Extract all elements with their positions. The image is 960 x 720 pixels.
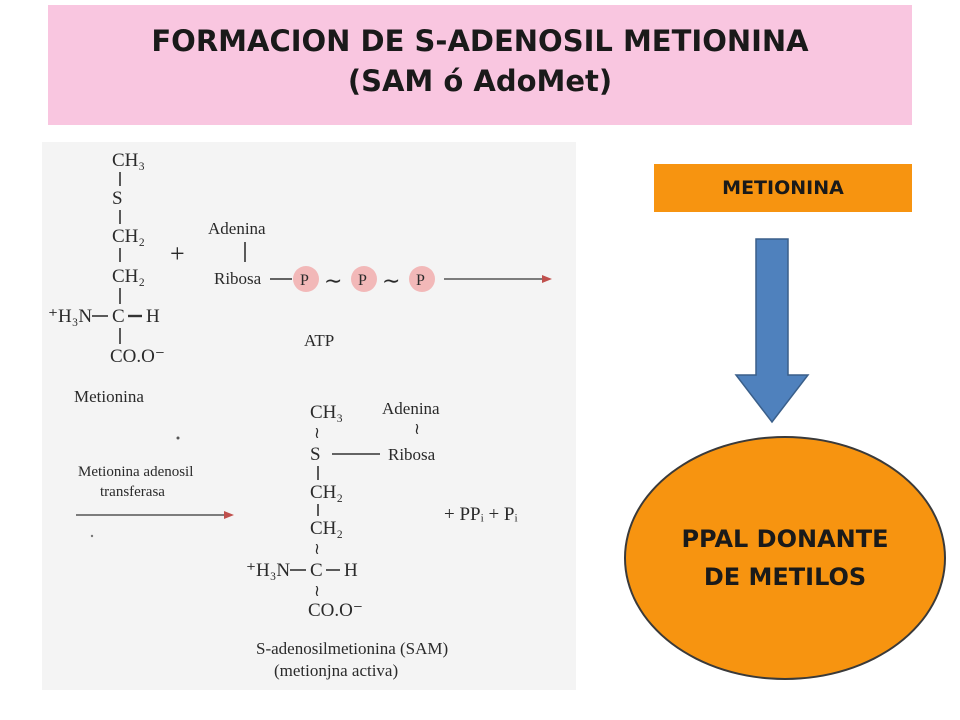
methionine-structure: CH₃ S CH₂ CH₂ ⁺H₃N C H CO.O⁻	[48, 150, 165, 367]
met-c: C	[112, 306, 125, 327]
reaction-scheme-svg: CH₃ S CH₂ CH₂ ⁺H₃N C H CO.O⁻ Metionina +…	[48, 150, 552, 680]
phosphate-circle	[409, 266, 435, 292]
sam-name-2: (metionjna activa)	[274, 661, 398, 680]
anhydride-tilde: ∼	[324, 268, 342, 293]
byproducts: + PPᵢ + Pᵢ	[444, 504, 518, 525]
atp-name: ATP	[304, 331, 334, 350]
enzyme-line-2: transferasa	[100, 484, 165, 500]
atp-structure: Adenina Ribosa P ∼ P ∼ P ATP	[208, 219, 552, 350]
sam-h: H	[344, 560, 358, 581]
donor-line-1: PPAL DONANTE	[681, 525, 889, 553]
atp-ribosa: Ribosa	[214, 269, 262, 288]
methyl-donor-ellipse: PPAL DONANTE DE METILOS	[624, 436, 946, 680]
title-line-1: FORMACION DE S-ADENOSIL METIONINA	[151, 24, 809, 58]
sam-coo: CO.O⁻	[308, 600, 363, 621]
arrow-head	[542, 275, 552, 283]
sam-ch3: CH₃	[310, 402, 343, 423]
arrow-head	[224, 511, 234, 519]
title-line-2: (SAM ó AdoMet)	[347, 64, 613, 98]
met-ch2-a: CH₂	[112, 226, 145, 247]
wavy-bond: ≀	[314, 541, 320, 558]
wavy-bond: ≀	[314, 583, 320, 600]
sam-c: C	[310, 560, 323, 581]
wavy-bond: ≀	[414, 421, 420, 438]
atp-adenina: Adenina	[208, 219, 266, 238]
methionine-name: Metionina	[74, 387, 144, 406]
metionina-label-box: METIONINA	[654, 164, 912, 212]
phosphate-p: P	[358, 272, 367, 289]
met-coo: CO.O⁻	[110, 346, 165, 367]
met-ch2-b: CH₂	[112, 266, 145, 287]
phosphate-circle	[293, 266, 319, 292]
sam-ribosa: Ribosa	[388, 445, 436, 464]
sam-adenina: Adenina	[382, 399, 440, 418]
down-arrow-icon	[734, 238, 810, 424]
met-h: H	[146, 306, 160, 327]
title-banner: FORMACION DE S-ADENOSIL METIONINA (SAM ó…	[48, 5, 912, 125]
phosphate-circle	[351, 266, 377, 292]
plus-sign: +	[170, 239, 185, 268]
phosphate-p: P	[300, 272, 309, 289]
speck	[176, 436, 180, 440]
sam-name-1: S-adenosilmetionina (SAM)	[256, 639, 448, 658]
met-ch3: CH₃	[112, 150, 145, 171]
reaction-scheme: CH₃ S CH₂ CH₂ ⁺H₃N C H CO.O⁻ Metionina +…	[42, 142, 576, 690]
sam-structure: CH₃ ≀ S CH₂ CH₂ ≀ ⁺H₃N C H ≀ CO.O⁻	[246, 402, 380, 621]
enzyme-line-1: Metionina adenosil	[78, 464, 193, 480]
wavy-bond: ≀	[314, 425, 320, 442]
anhydride-tilde: ∼	[382, 268, 400, 293]
met-amine: ⁺H₃N	[48, 306, 92, 327]
donor-line-2: DE METILOS	[703, 563, 867, 591]
sam-ch2-a: CH₂	[310, 482, 343, 503]
met-s: S	[112, 188, 123, 209]
sam-amine: ⁺H₃N	[246, 560, 290, 581]
sam-ch2-b: CH₂	[310, 518, 343, 539]
phosphate-p: P	[416, 272, 425, 289]
sam-s: S	[310, 444, 321, 465]
speck	[90, 534, 94, 538]
